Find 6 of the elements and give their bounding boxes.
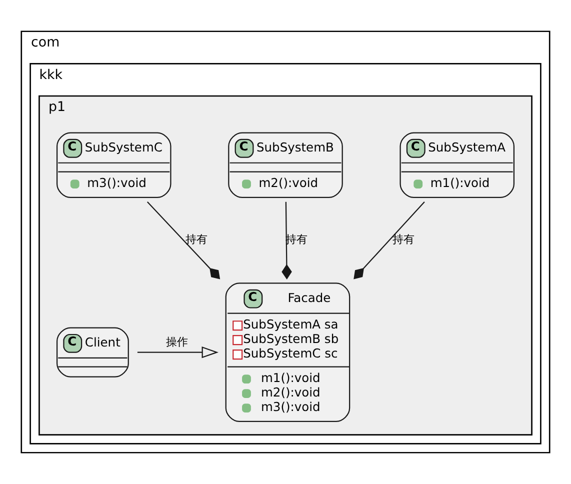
edge-label: 持有 bbox=[185, 233, 208, 246]
edge-label: 操作 bbox=[166, 336, 188, 349]
edge-label: 持有 bbox=[392, 233, 415, 246]
arrow bbox=[137, 346, 218, 358]
connector bbox=[354, 202, 425, 280]
connector bbox=[147, 202, 220, 280]
